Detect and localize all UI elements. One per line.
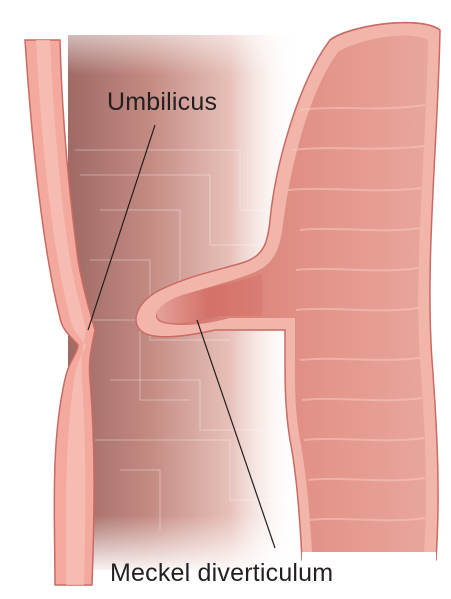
- meckel-diverticulum-label: Meckel diverticulum: [110, 559, 333, 588]
- umbilicus-label: Umbilicus: [107, 88, 217, 117]
